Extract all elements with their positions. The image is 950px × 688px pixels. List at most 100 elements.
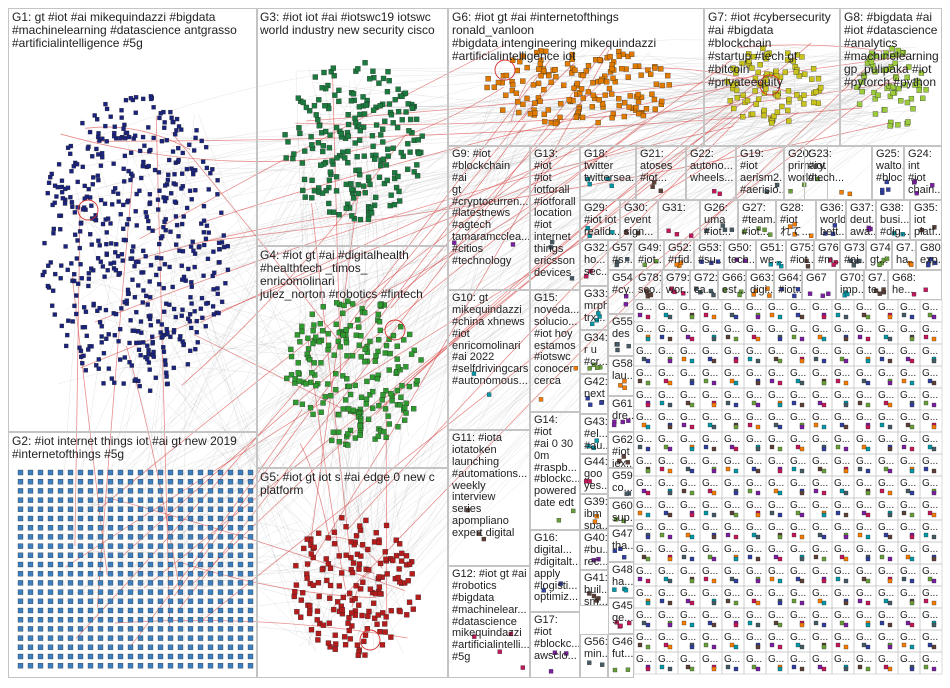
vertex-g1 [94,146,99,152]
group-label-g22: G22: autono... wheels... [690,148,734,184]
tiny-group-cell: G... [809,387,833,411]
tiny-group-cell: G... [743,409,767,433]
tiny-group-label: G... [746,456,762,467]
graph-edge [354,58,504,567]
group-box-g26: G26: uma #iot... [700,200,738,240]
graph-edge [295,118,775,564]
group-label-g45: G45: ge... [612,600,634,624]
tiny-group-label: G... [680,632,696,643]
tiny-group-cell: G... [743,321,767,345]
tiny-group-label: G... [790,610,806,621]
tiny-group-cell: G... [677,365,701,389]
graph-edge [162,168,309,174]
graph-edge [75,76,555,639]
group-label-g57: G57: #s... [612,242,634,266]
vertex-g1 [100,221,106,227]
vertex-g1 [168,109,173,115]
graph-edge [521,62,575,121]
tiny-group-cell: G... [677,453,701,477]
tiny-group-cell: G... [787,475,811,499]
tiny-group-cell: G... [633,563,657,587]
vertex-g1 [162,219,167,225]
edge-layer [58,39,922,657]
tiny-group-cell: G... [699,607,723,631]
graph-edge [315,352,369,525]
vertex-g1 [169,191,174,196]
vertex-g1 [161,349,167,354]
tiny-group-cell: G... [743,387,767,411]
group-box-g41: G41: buil... sm... [580,570,608,606]
vertex-g1 [133,209,138,214]
vertex-g1 [163,362,168,367]
vertex-g1 [190,239,195,244]
vertex-g1 [136,283,141,288]
group-box-g25: G25: walto... #bloc... [872,146,904,200]
graph-edge [82,109,746,312]
tiny-group-cell: G... [831,585,855,609]
group-box-g70: G70: imp... [836,270,864,300]
group-label-g16: G16: digital... #digitalt... apply #logi… [534,532,580,604]
tiny-group-label: G... [702,412,718,423]
tiny-group-cell: G... [765,365,789,389]
tiny-group-label: G... [856,434,872,445]
tiny-group-cell: G... [787,431,811,455]
graph-edge [322,61,883,578]
graph-edge [124,71,894,531]
vertex-g1 [79,276,84,281]
graph-edge [129,60,882,330]
graph-edge [131,409,303,646]
vertex-g1 [154,255,160,260]
tiny-group-cell: G... [743,431,767,455]
tiny-group-cell: G... [655,497,679,521]
tiny-group-label: G... [790,478,806,489]
vertex-g1 [119,306,124,311]
tiny-group-cell: G... [765,519,789,543]
tiny-group-cell: G... [633,409,657,433]
tiny-group-label: G... [900,324,916,335]
tiny-group-cell: G... [633,541,657,565]
tiny-group-cell: G... [699,541,723,565]
graph-edge [79,551,391,586]
tiny-group-cell: G... [897,387,921,411]
graph-edge [88,121,526,636]
tiny-group-label: G... [724,302,740,313]
vertex-g1 [128,96,134,101]
tiny-group-label: G... [878,434,894,445]
graph-edge [623,42,895,74]
tiny-group-cell: G... [897,585,921,609]
group-box-g32: G32: ho... sec... [580,240,608,286]
vertex-g1 [189,325,194,331]
vertex-g1 [173,214,179,219]
tiny-group-label: G... [724,500,740,511]
graph-edge [59,254,82,548]
group-box-g47: G47: tha... [608,526,634,562]
vertex-g1 [162,358,168,363]
graph-edge [60,133,338,162]
graph-edge [120,341,379,562]
tiny-group-label: G... [878,456,894,467]
tiny-group-cell: G... [853,585,877,609]
group-label-g66: G66: est... [722,272,746,296]
tiny-group-label: G... [658,610,674,621]
group-label-g71: G7... te... [868,272,887,296]
tiny-group-label: G... [636,478,652,489]
vertex-g1 [94,363,99,368]
vertex-g1 [59,189,65,195]
vertex-g1 [59,323,64,329]
graph-edge [311,114,881,561]
tiny-group-label: G... [636,324,652,335]
vertex-g1 [134,309,139,315]
tiny-group-cell: G... [633,585,657,609]
tiny-group-cell: G... [633,629,657,653]
tiny-group-cell: G... [721,409,745,433]
tiny-group-label: G... [900,654,916,665]
vertex-g1 [215,291,220,297]
tiny-group-cell: G... [853,343,877,367]
tiny-group-cell: G... [897,541,921,565]
vertex-g1 [128,318,133,323]
graph-edge [295,72,308,366]
vertex-g1 [176,157,181,163]
group-box-g30: G30: event sign... [620,200,658,240]
vertex-g1 [132,264,137,269]
tiny-group-label: G... [834,478,850,489]
